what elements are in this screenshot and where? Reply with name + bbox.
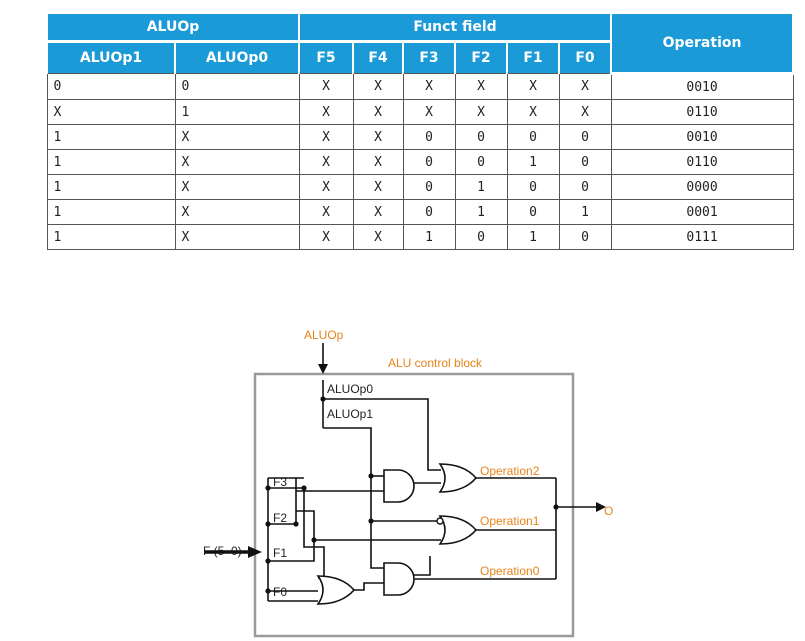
cell-aluop0: 1 [174,99,300,125]
f-input-arrow-icon [248,546,262,558]
and-gate-icon [383,562,415,596]
cell-f2: X [454,99,508,125]
table-row: 1 X X X 0 1 0 1 0001 [46,199,794,225]
cell-f5: X [298,149,354,175]
aluop1-label: ALUOp1 [327,407,373,421]
cell-f0: 0 [558,174,612,200]
table-row: 1 X X X 0 0 0 0 0010 [46,124,794,150]
cell-f0: X [558,99,612,125]
cell-f3: 0 [402,124,456,150]
cell-f2: 0 [454,149,508,175]
cell-aluop1: 1 [46,124,176,150]
cell-operation: 0110 [610,149,794,175]
or-gate-icon [438,515,478,545]
table-row: 0 0 X X X X X X 0010 [46,73,794,100]
aluop-arrow-icon [318,364,328,374]
f0-label: F0 [273,585,287,599]
cell-f2: 0 [454,224,508,250]
cell-operation: 0000 [610,174,794,200]
cell-f0: 1 [558,199,612,225]
cell-f5: X [298,124,354,150]
cell-f0: 0 [558,124,612,150]
alu-control-block-outline [253,372,575,638]
cell-operation: 0010 [610,73,794,100]
cell-aluop1: 0 [46,73,176,100]
output-label: O [604,504,613,518]
cell-f1: 1 [506,149,560,175]
and-gate-icon [383,469,415,503]
cell-aluop0: X [174,124,300,150]
operation2-label: Operation2 [480,464,540,478]
alu-control-truth-table: ALUOp Funct field Operation ALUOp1 ALUOp… [46,14,795,250]
table-row: 1 X X X 0 0 1 0 0110 [46,149,794,175]
or-gate-icon [438,463,478,493]
output-arrow-icon [596,502,606,512]
cell-f5: X [298,224,354,250]
cell-operation: 0001 [610,199,794,225]
cell-f0: 0 [558,224,612,250]
operation0-label: Operation0 [480,564,540,578]
column-header-f0: F0 [557,41,613,74]
cell-f3: 0 [402,149,456,175]
column-header-f1: F1 [506,41,560,74]
table-row: X 1 X X X X X X 0110 [46,99,794,125]
table-row: 1 X X X 1 0 1 0 0111 [46,224,794,250]
cell-operation: 0111 [610,224,794,250]
cell-f5: X [298,99,354,125]
cell-aluop1: 1 [46,199,176,225]
cell-f4: X [352,224,404,250]
operation1-label: Operation1 [480,514,540,528]
cell-operation: 0110 [610,99,794,125]
cell-f1: X [506,73,560,100]
cell-aluop0: X [174,174,300,200]
aluop-input-label: ALUOp [304,328,344,342]
table-row: 1 X X X 0 1 0 0 0000 [46,174,794,200]
cell-f5: X [298,174,354,200]
cell-f4: X [352,149,404,175]
column-header-f5: F5 [298,41,354,74]
cell-aluop1: 1 [46,224,176,250]
junction-dots [265,396,559,594]
cell-aluop1: 1 [46,174,176,200]
cell-f4: X [352,124,404,150]
cell-aluop0: 0 [174,73,300,100]
cell-f4: X [352,199,404,225]
cell-aluop1: 1 [46,149,176,175]
inverter-bubble-icon [436,517,444,525]
cell-f1: 0 [506,199,560,225]
aluop-group-header: ALUOp [46,14,300,43]
cell-f5: X [298,73,354,100]
funct-field-group-header: Funct field [297,14,613,43]
cell-f0: X [558,73,612,100]
column-header-f3: F3 [402,41,456,74]
cell-f4: X [352,73,404,100]
column-header-f2: F2 [454,41,508,74]
column-header-operation: Operation [610,14,795,75]
cell-aluop0: X [174,149,300,175]
cell-f2: 1 [454,174,508,200]
cell-operation: 0010 [610,124,794,150]
cell-f1: X [506,99,560,125]
cell-f0: 0 [558,149,612,175]
f3-label: F3 [273,475,287,489]
or-gate-icon [316,575,356,605]
cell-aluop0: X [174,199,300,225]
cell-aluop0: X [174,224,300,250]
cell-aluop1: X [46,99,176,125]
cell-f1: 0 [506,174,560,200]
alu-control-block-label: ALU control block [388,356,483,370]
f2-label: F2 [273,511,287,525]
aluop0-label: ALUOp0 [327,382,373,396]
f1-label: F1 [273,546,287,560]
cell-f1: 0 [506,124,560,150]
circuit-wires [267,343,596,602]
column-header-aluop1: ALUOp1 [46,41,176,74]
column-header-f4: F4 [352,41,404,74]
cell-f2: 0 [454,124,508,150]
column-header-aluop0: ALUOp0 [174,41,300,74]
